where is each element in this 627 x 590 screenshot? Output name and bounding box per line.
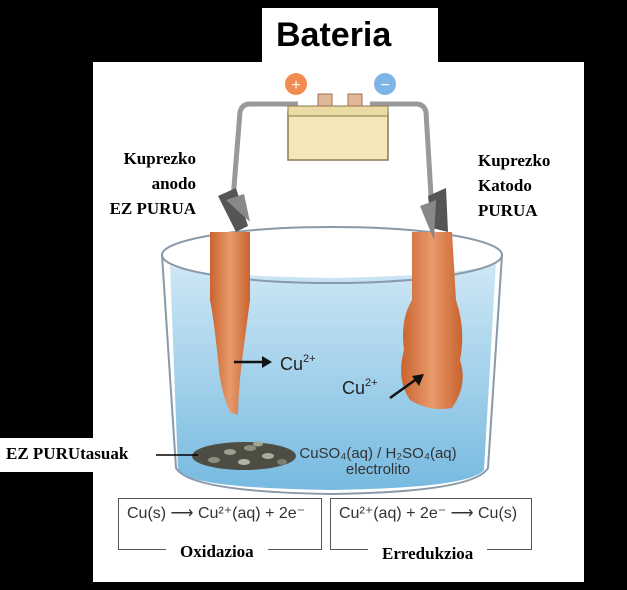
cathode-label-line3: PURUA — [478, 201, 538, 220]
plus-terminal-icon — [285, 73, 307, 95]
cathode-label-line2: Katodo — [478, 176, 532, 195]
electrolyte-name: electrolito — [346, 461, 410, 478]
right-clamp-icon — [420, 188, 448, 240]
title-panel — [262, 8, 438, 64]
cathode-electrode — [401, 232, 463, 409]
battery-minus: − — [380, 77, 389, 94]
page-title: Bateria — [276, 16, 392, 54]
cathode-label: Kuprezko Katodo PURUA — [478, 148, 550, 223]
impurities-label: EZ PURUtasuak — [6, 444, 129, 463]
oxidation-equation: Cu(s) ⟶ Cu²⁺(aq) + 2e⁻ — [118, 498, 322, 550]
ion-left-charge: 2+ — [303, 353, 316, 365]
left-label-panel — [93, 136, 203, 228]
left-clamp-icon — [218, 188, 250, 232]
minus-terminal-icon — [374, 73, 396, 95]
anode-label-line2: anodo — [151, 174, 196, 193]
right-label-panel — [468, 138, 584, 230]
beaker-wall — [161, 254, 503, 496]
battery-plus: + — [291, 77, 300, 94]
ion-right-charge: 2+ — [365, 377, 378, 389]
anode-electrode — [210, 232, 250, 415]
ion-arrowhead-right-icon — [412, 374, 424, 386]
reduction-equation: Cu²⁺(aq) + 2e⁻ ⟶ Cu(s) — [330, 498, 532, 550]
ion-arrowhead-left-icon — [262, 356, 272, 368]
electrolyte-formula: CuSO₄(aq) / H₂SO₄(aq) — [299, 445, 456, 462]
left-wire — [229, 101, 298, 213]
ion-arrow-right — [389, 376, 419, 400]
ion-left-label: Cu2+ — [280, 353, 316, 374]
right-wire — [370, 101, 435, 213]
anode-label-line3: EZ PURUA — [109, 199, 196, 218]
impurities-pile — [192, 441, 296, 470]
impurities-panel — [0, 438, 160, 472]
oxidation-label: Oxidazioa — [166, 540, 268, 564]
anode-label-line1: Kuprezko — [123, 149, 196, 168]
anode-label: Kuprezko anodo EZ PURUA — [98, 146, 196, 221]
ion-right-label: Cu2+ — [342, 377, 378, 398]
cathode-label-line1: Kuprezko — [478, 151, 551, 170]
reduction-label: Erredukzioa — [368, 542, 488, 566]
battery — [287, 93, 389, 161]
